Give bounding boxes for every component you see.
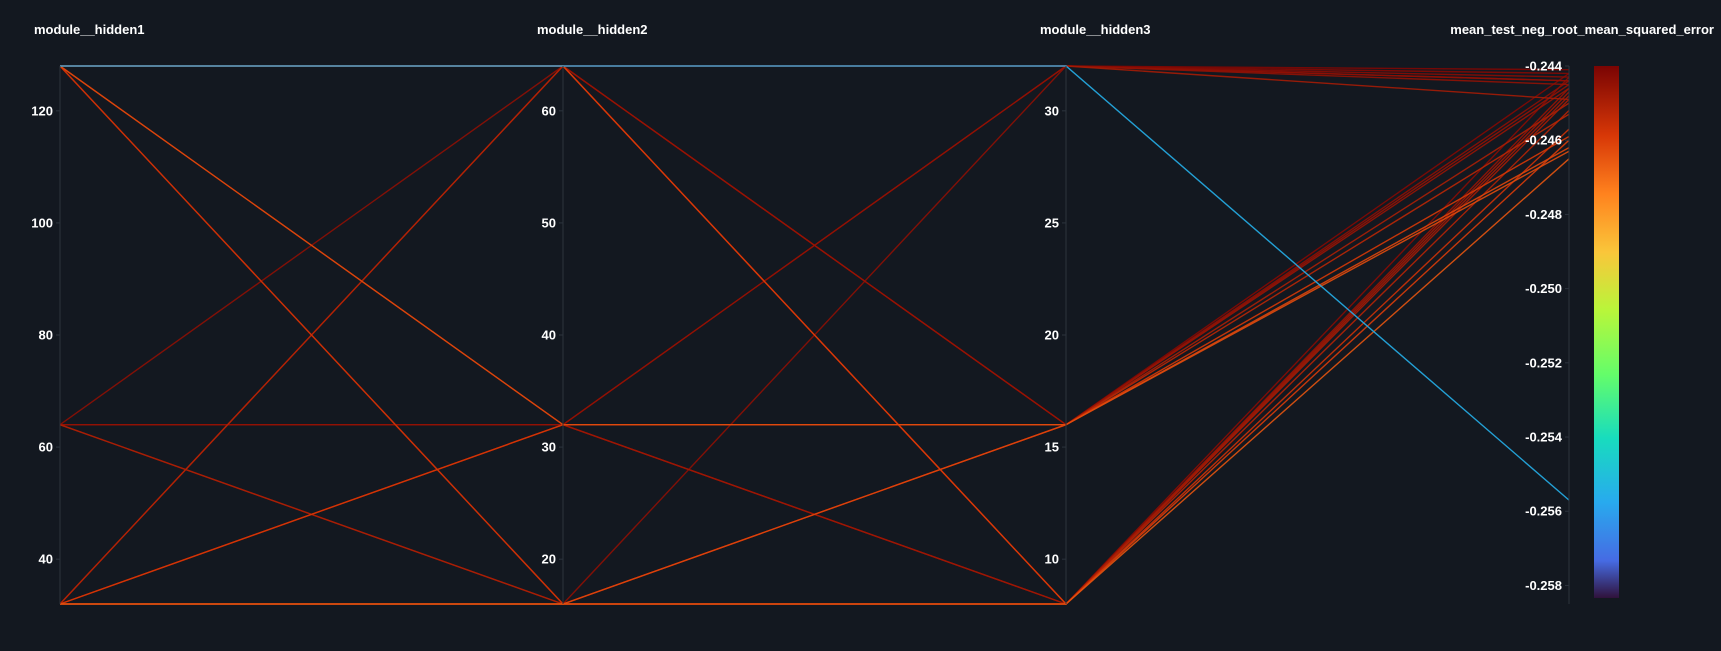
tick-label: -0.256 — [1525, 504, 1562, 519]
data-line — [60, 65, 1570, 426]
tick-label: -0.246 — [1525, 133, 1562, 148]
tick-label: 40 — [542, 328, 556, 343]
data-line — [60, 146, 1570, 605]
axis-title[interactable]: mean_test_neg_root_mean_squared_error — [1450, 22, 1714, 37]
tick-label: 120 — [31, 103, 53, 118]
data-lines — [59, 64, 1570, 606]
tick-label: 30 — [1045, 103, 1059, 118]
tick-label: -0.248 — [1525, 207, 1562, 222]
axis-title[interactable]: module__hidden2 — [537, 22, 648, 37]
tick-label: -0.244 — [1525, 59, 1563, 74]
tick-label: 20 — [1045, 328, 1059, 343]
data-line — [59, 135, 1570, 605]
axis-title[interactable]: module__hidden3 — [1040, 22, 1151, 37]
tick-label: -0.252 — [1525, 355, 1562, 370]
tick-label: -0.254 — [1525, 430, 1563, 445]
tick-label: 100 — [31, 215, 53, 230]
colorbar-gradient — [1594, 66, 1619, 598]
axis-title[interactable]: module__hidden1 — [34, 22, 145, 37]
tick-label: 30 — [542, 440, 556, 455]
data-line — [59, 102, 1570, 605]
tick-label: 15 — [1045, 440, 1059, 455]
data-line — [60, 65, 1570, 501]
tick-label: 50 — [542, 215, 556, 230]
tick-label: 60 — [542, 103, 556, 118]
axes: module__hidden1 40 60 80 100 120 module__hidde… — [31, 22, 1714, 604]
tick-label: 40 — [39, 552, 53, 567]
tick-label: 25 — [1045, 215, 1059, 230]
tick-label: -0.258 — [1525, 578, 1562, 593]
colorbar — [1594, 66, 1619, 598]
tick-label: 60 — [39, 440, 53, 455]
data-line — [59, 65, 1570, 426]
data-line — [60, 158, 1570, 605]
tick-label: 10 — [1045, 552, 1059, 567]
tick-label: 80 — [39, 328, 53, 343]
tick-label: -0.250 — [1525, 281, 1562, 296]
data-line — [60, 76, 1570, 605]
tick-label: 20 — [542, 552, 556, 567]
